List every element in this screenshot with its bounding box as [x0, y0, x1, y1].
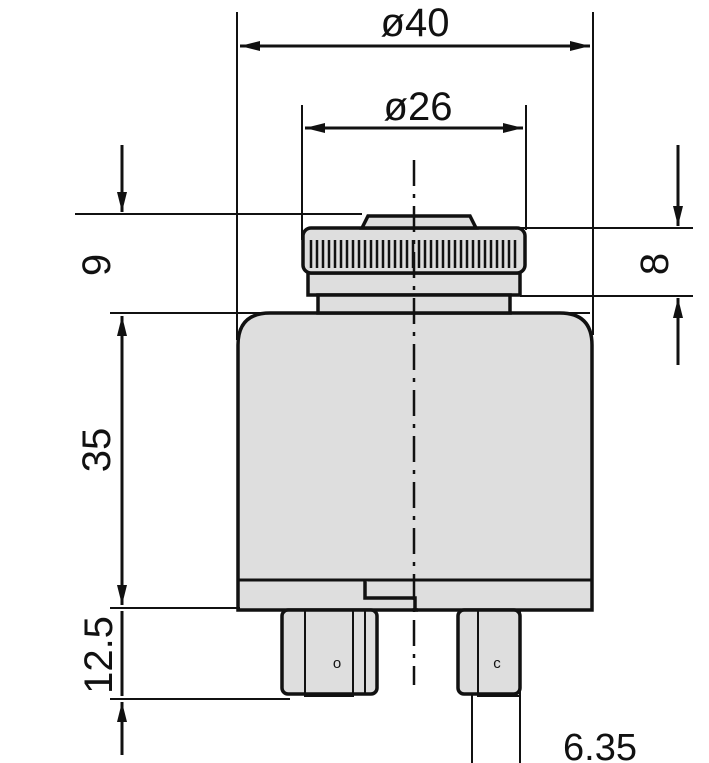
terminal-left: o — [280, 608, 379, 697]
dim-terminal-width: 6.35 — [563, 727, 637, 763]
dim-outer-diameter: ø40 — [381, 1, 450, 45]
dimension-labels: ø40 ø26 9 35 12.5 8 6.35 — [75, 1, 677, 763]
terminal-left-mark: o — [333, 655, 341, 672]
extension-lines — [75, 12, 693, 763]
terminal-right: c — [456, 608, 522, 697]
dim-cap-diameter: ø26 — [384, 85, 453, 129]
terminal-right-mark: c — [493, 655, 501, 672]
dim-cap-height: 9 — [75, 254, 119, 276]
dimension-lines — [117, 41, 683, 755]
knurl-lines — [309, 240, 517, 268]
component: o c — [236, 160, 594, 697]
dim-knob-height: 8 — [633, 253, 677, 275]
dim-terminal-length: 12.5 — [77, 616, 121, 694]
cap-top — [359, 214, 479, 230]
dim-body-height: 35 — [75, 428, 119, 473]
